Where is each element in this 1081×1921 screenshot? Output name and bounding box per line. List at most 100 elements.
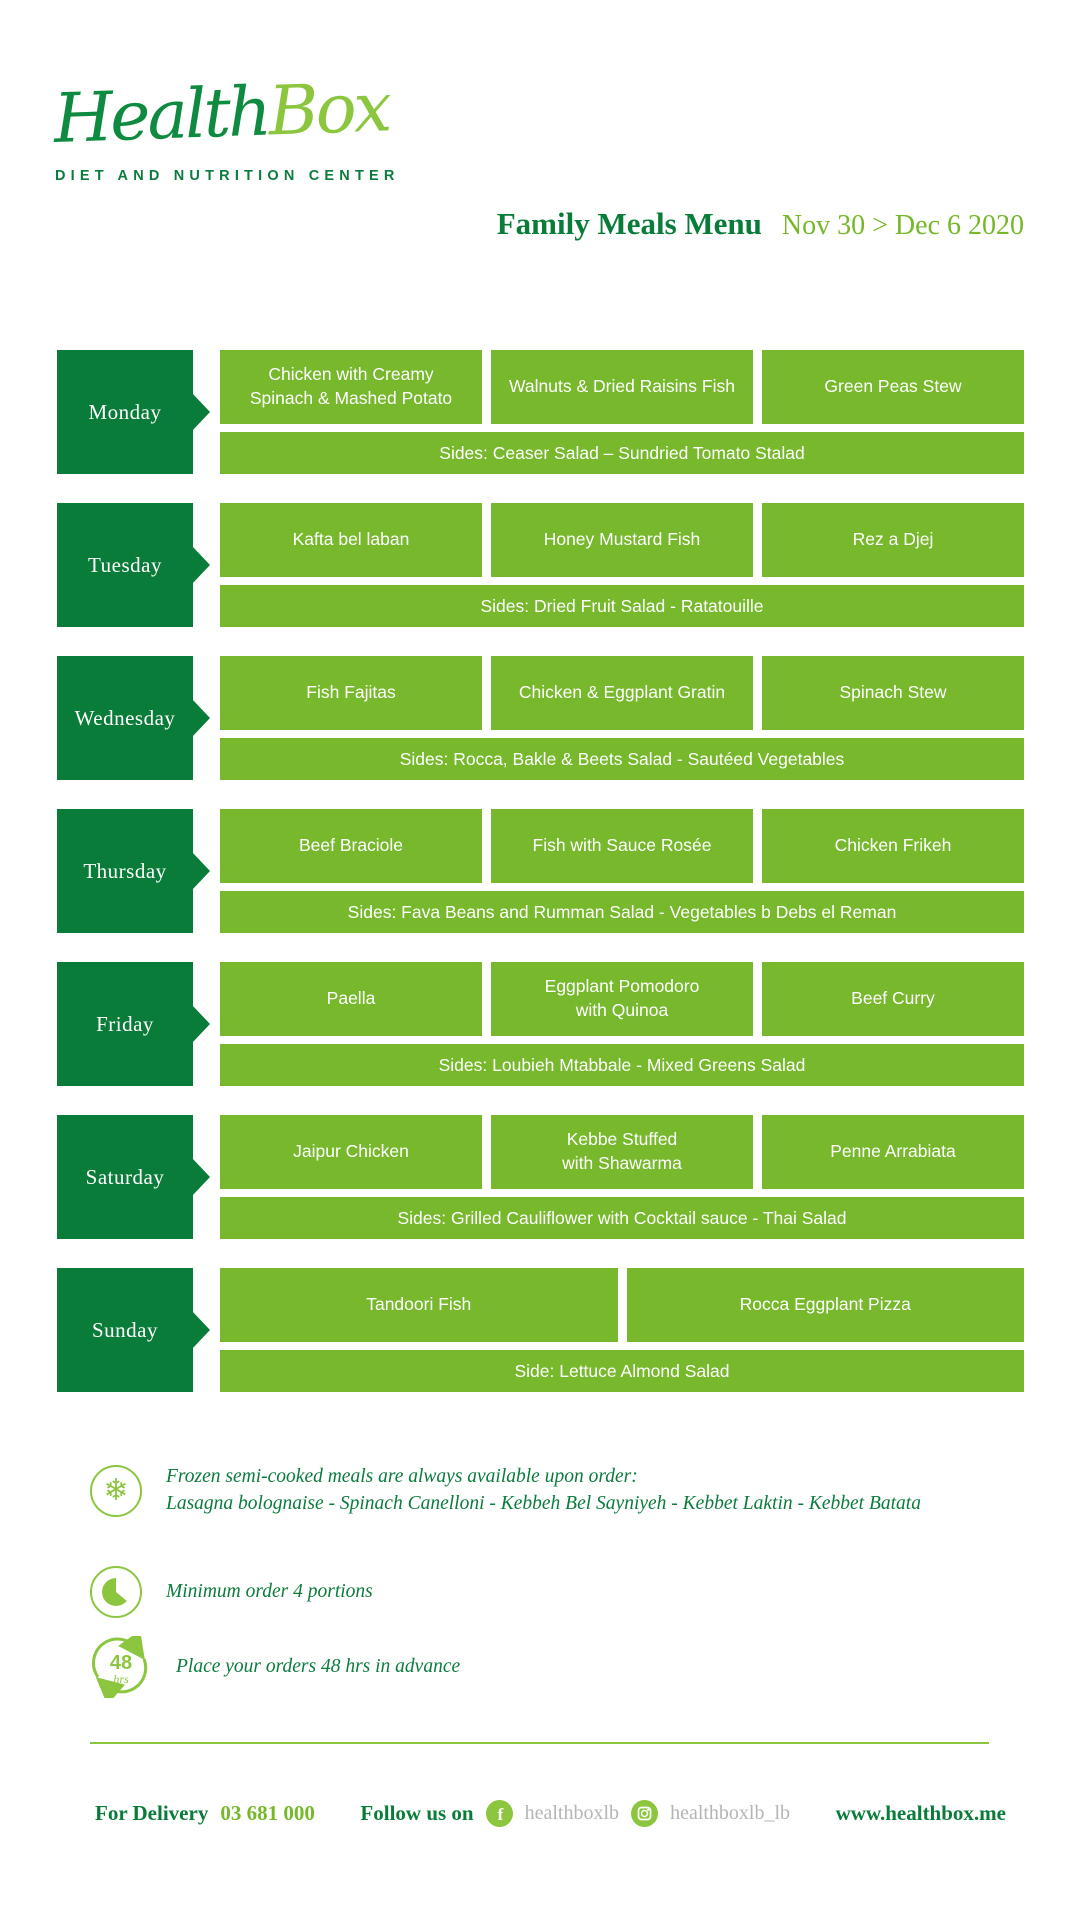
meal-options: Kafta bel laban Honey Mustard Fish Rez a… xyxy=(220,503,1024,577)
advance-order-note: 48 hrs Place your orders 48 hrs in advan… xyxy=(90,1636,460,1698)
meal-options: Jaipur Chicken Kebbe Stuffed with Shawar… xyxy=(220,1115,1024,1189)
day-content: Paella Eggplant Pomodoro with Quinoa Bee… xyxy=(220,962,1024,1086)
day-label-saturday: Saturday xyxy=(57,1115,210,1239)
day-row-wednesday: Wednesday Fish Fajitas Chicken & Eggplan… xyxy=(57,656,1024,780)
day-label-text: Monday xyxy=(88,399,162,424)
pie-clock-icon xyxy=(90,1566,142,1618)
instagram-handle[interactable]: healthboxlb_lb xyxy=(670,1802,791,1824)
frozen-meals-line2: Lasagna bolognaise - Spinach Canelloni -… xyxy=(166,1492,921,1514)
delivery-phone[interactable]: 03 681 000 xyxy=(220,1801,315,1825)
day-row-thursday: Thursday Beef Braciole Fish with Sauce R… xyxy=(57,809,1024,933)
meal-option: Jaipur Chicken xyxy=(220,1115,482,1189)
page-title: Family Meals Menu xyxy=(496,206,762,241)
website-url[interactable]: www.healthbox.me xyxy=(835,1801,1006,1825)
sides-bar: Sides: Loubieh Mtabbale - Mixed Greens S… xyxy=(220,1044,1024,1086)
minimum-order-note: Minimum order 4 portions xyxy=(90,1566,373,1618)
day-label-tuesday: Tuesday xyxy=(57,503,210,627)
sides-bar: Sides: Rocca, Bakle & Beets Salad - Saut… xyxy=(220,738,1024,780)
day-arrow-icon xyxy=(192,699,210,737)
day-label-sunday: Sunday xyxy=(57,1268,210,1392)
website-info: www.healthbox.me xyxy=(836,1801,1006,1826)
meal-option: Penne Arrabiata xyxy=(762,1115,1024,1189)
frozen-meals-line1: Frozen semi-cooked meals are always avai… xyxy=(166,1466,638,1487)
day-row-tuesday: Tuesday Kafta bel laban Honey Mustard Fi… xyxy=(57,503,1024,627)
footer: For Delivery 03 681 000 Follow us on f h… xyxy=(95,1800,1006,1827)
day-row-sunday: Sunday Tandoori Fish Rocca Eggplant Pizz… xyxy=(57,1268,1024,1392)
meal-option: Tandoori Fish xyxy=(220,1268,618,1342)
delivery-info: For Delivery 03 681 000 xyxy=(95,1801,315,1826)
meal-option: Rez a Djej xyxy=(762,503,1024,577)
meal-option: Chicken with Creamy Spinach & Mashed Pot… xyxy=(220,350,482,424)
meal-option: Chicken Frikeh xyxy=(762,809,1024,883)
frozen-meals-text: Frozen semi-cooked meals are always avai… xyxy=(166,1464,921,1518)
logo-word-health: Health xyxy=(52,72,270,159)
meal-option: Rocca Eggplant Pizza xyxy=(626,1268,1024,1342)
footer-divider xyxy=(90,1742,989,1744)
day-content: Tandoori Fish Rocca Eggplant Pizza Side:… xyxy=(220,1268,1024,1392)
logo-subtitle: DIET AND NUTRITION CENTER xyxy=(55,168,400,184)
day-arrow-icon xyxy=(192,546,210,584)
sides-bar: Sides: Fava Beans and Rumman Salad - Veg… xyxy=(220,891,1024,933)
advance-order-text: Place your orders 48 hrs in advance xyxy=(176,1655,461,1677)
day-row-friday: Friday Paella Eggplant Pomodoro with Qui… xyxy=(57,962,1024,1086)
meal-option: Fish with Sauce Rosée xyxy=(491,809,753,883)
logo-word-box: Box xyxy=(267,68,391,152)
meal-option: Chicken & Eggplant Gratin xyxy=(491,656,753,730)
day-arrow-icon xyxy=(192,1158,210,1196)
meal-option: Beef Curry xyxy=(762,962,1024,1036)
day-content: Jaipur Chicken Kebbe Stuffed with Shawar… xyxy=(220,1115,1024,1239)
healthbox-logo: HealthBox DIET AND NUTRITION CENTER xyxy=(52,68,400,184)
instagram-icon[interactable] xyxy=(631,1800,659,1827)
day-label-text: Thursday xyxy=(83,858,167,883)
social-links: Follow us on f healthboxlb healthboxlb_l… xyxy=(360,1800,790,1827)
day-label-friday: Friday xyxy=(57,962,210,1086)
svg-text:f: f xyxy=(497,1805,503,1824)
day-content: Kafta bel laban Honey Mustard Fish Rez a… xyxy=(220,503,1024,627)
follow-label: Follow us on xyxy=(360,1801,474,1825)
meal-options: Paella Eggplant Pomodoro with Quinoa Bee… xyxy=(220,962,1024,1036)
meal-options: Fish Fajitas Chicken & Eggplant Gratin S… xyxy=(220,656,1024,730)
meal-option: Kafta bel laban xyxy=(220,503,482,577)
meal-option: Walnuts & Dried Raisins Fish xyxy=(491,350,753,424)
weekly-menu: Monday Chicken with Creamy Spinach & Mas… xyxy=(57,350,1024,1421)
day-arrow-icon xyxy=(192,393,210,431)
logo-wordmark: HealthBox xyxy=(52,68,400,159)
day-row-saturday: Saturday Jaipur Chicken Kebbe Stuffed wi… xyxy=(57,1115,1024,1239)
snowflake-icon: ❄ xyxy=(90,1464,142,1517)
facebook-icon[interactable]: f xyxy=(485,1800,513,1827)
meal-option: Green Peas Stew xyxy=(762,350,1024,424)
48hrs-icon: 48 hrs xyxy=(90,1636,152,1698)
day-label-monday: Monday xyxy=(57,350,210,474)
svg-text:48: 48 xyxy=(110,1652,132,1674)
facebook-handle[interactable]: healthboxlb xyxy=(524,1802,620,1824)
day-arrow-icon xyxy=(192,1311,210,1349)
sides-bar: Side: Lettuce Almond Salad xyxy=(220,1350,1024,1392)
minimum-order-text: Minimum order 4 portions xyxy=(166,1580,373,1602)
day-content: Chicken with Creamy Spinach & Mashed Pot… xyxy=(220,350,1024,474)
svg-text:hrs: hrs xyxy=(113,1672,129,1686)
day-label-text: Wednesday xyxy=(74,705,176,730)
day-label-text: Tuesday xyxy=(88,552,162,577)
meal-option: Kebbe Stuffed with Shawarma xyxy=(491,1115,753,1189)
day-label-text: Sunday xyxy=(92,1317,158,1342)
day-label-thursday: Thursday xyxy=(57,809,210,933)
meal-option: Paella xyxy=(220,962,482,1036)
day-arrow-icon xyxy=(192,852,210,890)
sides-bar: Sides: Grilled Cauliflower with Cocktail… xyxy=(220,1197,1024,1239)
delivery-label: For Delivery xyxy=(95,1801,209,1825)
meal-option: Eggplant Pomodoro with Quinoa xyxy=(491,962,753,1036)
day-label-text: Friday xyxy=(96,1011,154,1036)
meal-option: Spinach Stew xyxy=(762,656,1024,730)
meal-option: Honey Mustard Fish xyxy=(491,503,753,577)
date-range: Nov 30 > Dec 6 2020 xyxy=(781,210,1024,241)
meal-options: Beef Braciole Fish with Sauce Rosée Chic… xyxy=(220,809,1024,883)
meal-options: Chicken with Creamy Spinach & Mashed Pot… xyxy=(220,350,1024,424)
sides-bar: Sides: Ceaser Salad – Sundried Tomato St… xyxy=(220,432,1024,474)
day-content: Fish Fajitas Chicken & Eggplant Gratin S… xyxy=(220,656,1024,780)
frozen-meals-note: ❄ Frozen semi-cooked meals are always av… xyxy=(90,1464,921,1518)
header-title-block: Family Meals Menu Nov 30 > Dec 6 2020 xyxy=(497,206,1024,242)
meal-option: Fish Fajitas xyxy=(220,656,482,730)
day-label-text: Saturday xyxy=(85,1164,165,1189)
sides-bar: Sides: Dried Fruit Salad - Ratatouille xyxy=(220,585,1024,627)
